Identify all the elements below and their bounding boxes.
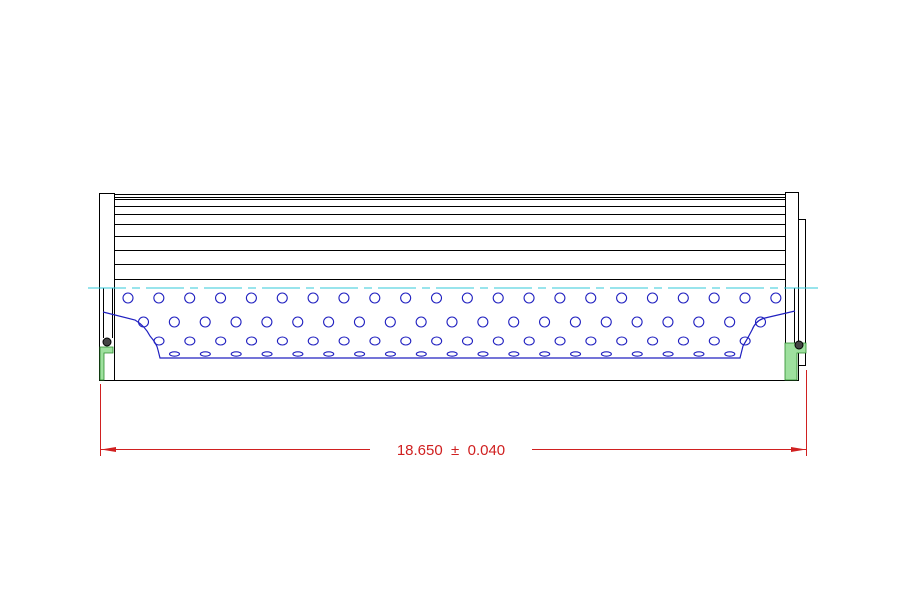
right-o-ring (794, 340, 804, 350)
perforation-hole (369, 292, 381, 304)
perforation-hole (137, 316, 150, 328)
perforation-hole (677, 292, 689, 304)
perforation-hole (369, 336, 381, 346)
perforation-hole (230, 316, 242, 328)
perforation-hole (384, 316, 396, 328)
perforation-hole (631, 351, 643, 357)
left-end-cap (99, 193, 115, 381)
dimension-arrow-left (101, 447, 116, 452)
perforation-hole (353, 316, 366, 328)
right-seal-gland (784, 342, 807, 381)
perforation-hole (384, 351, 397, 357)
perforation-hole (554, 292, 566, 304)
perforation-hole (430, 292, 443, 304)
perforation-hole (616, 336, 628, 346)
perforation-hole (616, 292, 628, 304)
perforation-hole (585, 336, 597, 346)
perforation-hole (292, 316, 304, 328)
perforation-hole (600, 316, 612, 328)
perforation-hole (354, 351, 366, 357)
perforation-hole (554, 336, 566, 346)
perforation-hole (492, 292, 504, 304)
perforation-hole (184, 292, 196, 304)
perforation-hole (199, 351, 211, 357)
perforation-hole (292, 351, 304, 357)
perforation-hole (307, 292, 319, 304)
core-cutaway-outline (102, 310, 796, 359)
perforation-hole (323, 351, 335, 357)
left-o-ring (102, 337, 112, 347)
perforation-hole (677, 336, 690, 346)
perforation-hole (538, 316, 551, 328)
perforation-hole (508, 316, 520, 328)
perforation-hole (307, 336, 319, 346)
perforation-hole (600, 351, 612, 357)
perforation-hole (708, 336, 720, 346)
perforation-hole (461, 336, 474, 346)
perforation-hole (724, 351, 736, 357)
perforation-hole (477, 316, 489, 328)
perforation-hole (770, 292, 782, 304)
perforation-hole (662, 316, 674, 328)
right-end-cap-flange (798, 219, 806, 366)
perforation-hole (199, 316, 211, 328)
perforation-hole (122, 292, 134, 304)
perforation-hole (400, 292, 412, 304)
perforation-hole (647, 336, 659, 346)
pleat-lines (114, 194, 785, 280)
perforation-hole (631, 316, 643, 328)
perforation-hole (230, 351, 242, 357)
perforation-hole (446, 316, 458, 328)
perforation-hole (153, 336, 165, 346)
perforation-hole (431, 336, 443, 346)
perforation-hole (754, 316, 767, 328)
perforation-hole (168, 351, 181, 357)
perforation-hole (739, 336, 751, 346)
length-dimension-label: 18.650 ± 0.040 (397, 442, 505, 459)
perforation-hole (338, 336, 350, 346)
perforation-hole (184, 336, 196, 346)
dimension-arrow-right (791, 447, 806, 452)
perforation-hole (523, 292, 535, 304)
perforation-hole (153, 292, 165, 304)
perforation-hole (693, 351, 705, 357)
perforation-hole (461, 292, 473, 304)
left-seal-gland (99, 346, 114, 381)
perforation-hole (646, 292, 659, 304)
perforation-hole (276, 292, 288, 304)
perforation-hole (415, 316, 427, 328)
perforation-hole (261, 316, 273, 328)
perforation-hole (477, 351, 489, 357)
perforation-hole (662, 351, 674, 357)
perforation-hole (585, 292, 597, 304)
perforation-hole (446, 351, 458, 357)
perforation-hole (492, 336, 504, 346)
perforation-hole (215, 336, 227, 346)
perforation-hole (569, 316, 581, 328)
perforation-hole (261, 351, 273, 357)
perforation-hole (338, 292, 350, 304)
perforation-hole (246, 336, 258, 346)
perforation-hole (276, 336, 288, 346)
perforation-hole (168, 316, 180, 328)
perforation-hole (523, 336, 535, 346)
perforation-hole (739, 292, 751, 304)
perforation-holes (122, 292, 782, 357)
perforation-hole (693, 316, 705, 328)
perforation-hole (323, 316, 335, 328)
perforation-hole (569, 351, 582, 357)
perforation-hole (539, 351, 551, 357)
perforation-hole (724, 316, 736, 328)
perforation-hole (245, 292, 257, 304)
perforation-hole (708, 292, 720, 304)
perforation-hole (508, 351, 520, 357)
perforation-hole (400, 336, 412, 346)
perforation-hole (415, 351, 427, 357)
perforation-hole (215, 292, 227, 304)
